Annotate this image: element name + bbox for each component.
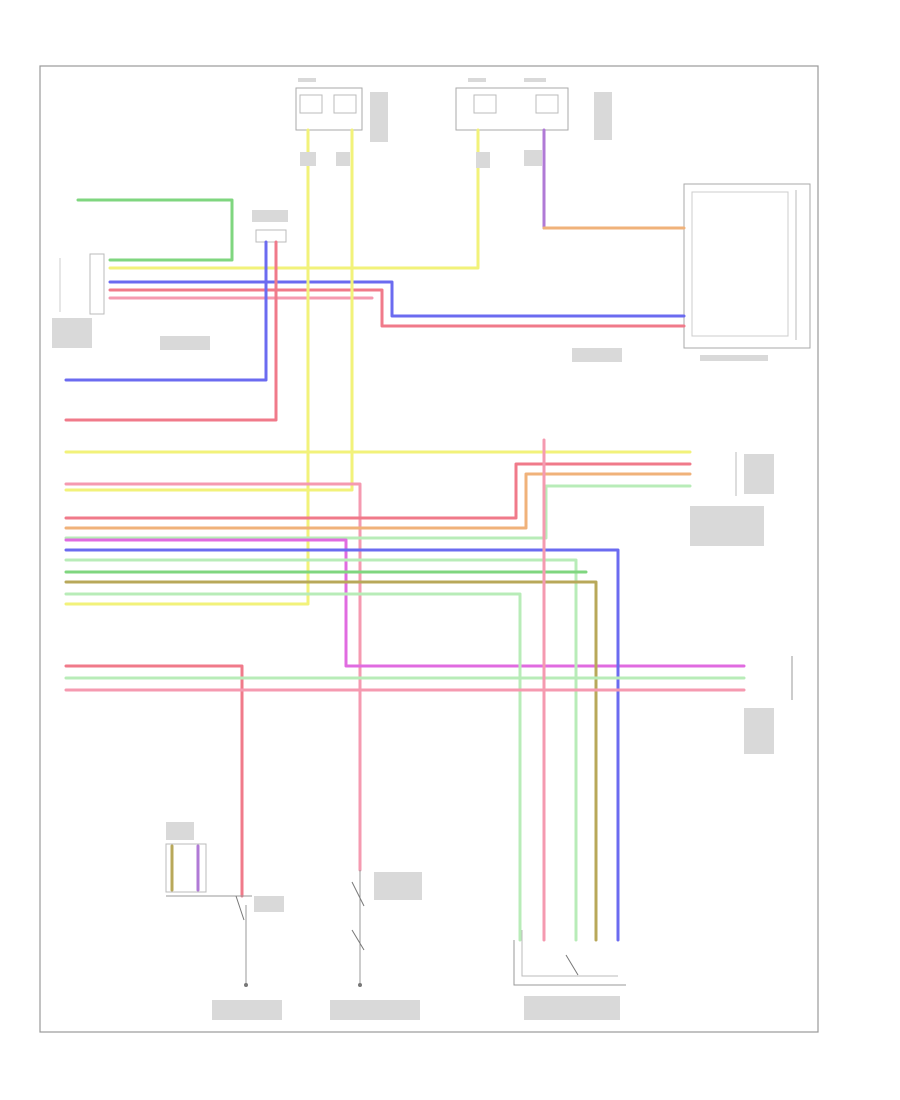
wire-orange-14 [64, 472, 692, 530]
wire-yellow-10 [64, 128, 354, 492]
wire-yellow-1 [108, 128, 480, 270]
left-connector [59, 253, 105, 315]
wire-light_green-15 [64, 484, 692, 540]
wire-red-3 [108, 288, 686, 328]
diagram-frame [39, 65, 819, 1033]
fuse-block-left [295, 87, 363, 131]
wire-olive-19 [64, 580, 598, 942]
switch-assembly-middle [351, 870, 365, 987]
wire-blue-2 [108, 280, 686, 318]
wire-blue-17 [64, 548, 620, 942]
switch-assembly-left [165, 843, 252, 987]
wire-pink-12 [64, 482, 362, 872]
control-module-box [683, 183, 811, 349]
wire-light_green-18 [64, 558, 578, 942]
wire-light_green-20 [64, 592, 522, 942]
wire-red-8 [64, 240, 278, 422]
wire-red-22 [64, 664, 244, 898]
wire-blue-7 [64, 240, 268, 382]
wire-green-0 [76, 198, 234, 262]
fuse-block-right [455, 87, 569, 131]
wire-yellow-9 [64, 128, 310, 606]
illegible-labels [52, 78, 774, 1020]
wire-group [64, 128, 746, 942]
junction-connector [255, 229, 287, 243]
switch-assembly-right [513, 930, 626, 986]
wire-red-13 [64, 462, 692, 520]
